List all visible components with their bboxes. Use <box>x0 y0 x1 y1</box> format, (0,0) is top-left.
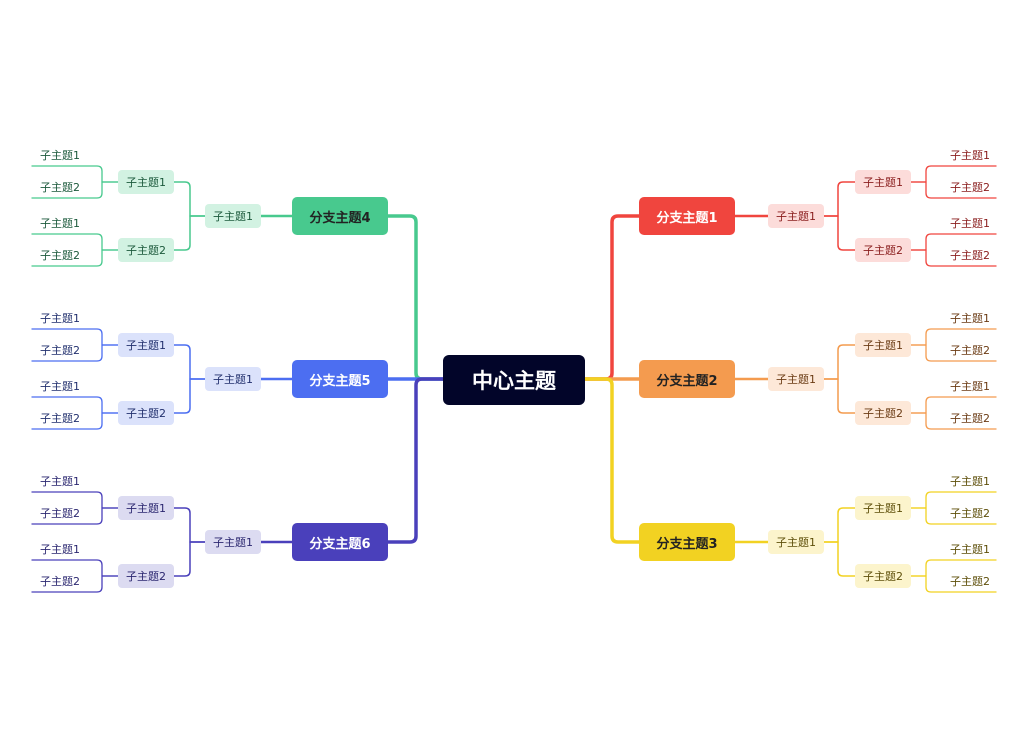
branch-topic-5[interactable]: 分支主题5 <box>292 360 388 398</box>
branch-3-leaf-line-1-2 <box>909 507 997 525</box>
leaf-topic[interactable]: 子主题2 <box>40 575 80 588</box>
branch-3-leaf-line-1-1 <box>909 491 997 509</box>
branch-3-child-connector-1 <box>823 507 856 543</box>
leaf-topic[interactable]: 子主题1 <box>40 312 80 325</box>
leaf-topic[interactable]: 子主题1 <box>950 543 990 556</box>
branch-1-leaf-line-2-2 <box>909 249 997 267</box>
branch-1-child-connector-2 <box>823 215 856 251</box>
center-topic[interactable]: 中心主题 <box>443 355 585 405</box>
leaf-topic[interactable]: 子主题2 <box>950 344 990 357</box>
branch-6-subtopic[interactable]: 子主题1 <box>205 530 261 554</box>
branch-3-child-2[interactable]: 子主题2 <box>855 564 911 588</box>
branch-3-subtopic[interactable]: 子主题1 <box>768 530 824 554</box>
branch-1-leaf-line-1-1 <box>909 165 997 183</box>
branch-1-leaf-line-2-1 <box>909 233 997 251</box>
leaf-topic[interactable]: 子主题1 <box>40 543 80 556</box>
branch-2-child-connector-1 <box>823 344 856 380</box>
leaf-topic[interactable]: 子主题2 <box>950 507 990 520</box>
leaf-topic[interactable]: 子主题2 <box>950 412 990 425</box>
branch-4-leaf-line-2-1 <box>31 233 119 251</box>
branch-2-subtopic[interactable]: 子主题1 <box>768 367 824 391</box>
branch-6-child-connector-2 <box>173 541 206 577</box>
leaf-topic[interactable]: 子主题1 <box>950 312 990 325</box>
leaf-topic[interactable]: 子主题1 <box>40 380 80 393</box>
branch-1-child-2[interactable]: 子主题2 <box>855 238 911 262</box>
leaf-topic[interactable]: 子主题2 <box>40 344 80 357</box>
branch-5-child-connector-1 <box>173 344 206 380</box>
branch-4-child-2[interactable]: 子主题2 <box>118 238 174 262</box>
branch-topic-2[interactable]: 分支主题2 <box>639 360 735 398</box>
branch-3-child-1[interactable]: 子主题1 <box>855 496 911 520</box>
branch-1-leaf-line-1-2 <box>909 181 997 199</box>
leaf-topic[interactable]: 子主题2 <box>40 412 80 425</box>
branch-5-leaf-line-1-1 <box>31 328 119 346</box>
branch-connector-6 <box>386 377 445 544</box>
branch-2-leaf-line-2-1 <box>909 396 997 414</box>
branch-6-child-2[interactable]: 子主题2 <box>118 564 174 588</box>
branch-4-leaf-line-1-1 <box>31 165 119 183</box>
branch-5-leaf-line-2-2 <box>31 412 119 430</box>
branch-topic-3[interactable]: 分支主题3 <box>639 523 735 561</box>
branch-4-child-connector-1 <box>173 181 206 217</box>
branch-5-leaf-line-1-2 <box>31 344 119 362</box>
leaf-topic[interactable]: 子主题2 <box>40 181 80 194</box>
branch-5-child-1[interactable]: 子主题1 <box>118 333 174 357</box>
leaf-topic[interactable]: 子主题2 <box>950 575 990 588</box>
branch-6-leaf-line-2-1 <box>31 559 119 577</box>
branch-5-child-connector-2 <box>173 378 206 414</box>
leaf-topic[interactable]: 子主题2 <box>950 181 990 194</box>
branch-1-child-connector-1 <box>823 181 856 217</box>
leaf-topic[interactable]: 子主题2 <box>950 249 990 262</box>
branch-5-child-2[interactable]: 子主题2 <box>118 401 174 425</box>
branch-connector-1 <box>583 214 641 381</box>
branch-6-leaf-line-1-1 <box>31 491 119 509</box>
leaf-topic[interactable]: 子主题1 <box>950 475 990 488</box>
leaf-topic[interactable]: 子主题1 <box>40 217 80 230</box>
leaf-topic[interactable]: 子主题1 <box>40 149 80 162</box>
branch-2-child-connector-2 <box>823 378 856 414</box>
branch-connector-4 <box>386 214 445 381</box>
branch-6-child-1[interactable]: 子主题1 <box>118 496 174 520</box>
branch-4-leaf-line-2-2 <box>31 249 119 267</box>
branch-5-leaf-line-2-1 <box>31 396 119 414</box>
branch-6-child-connector-1 <box>173 507 206 543</box>
branch-5-subtopic[interactable]: 子主题1 <box>205 367 261 391</box>
branch-connector-3 <box>583 377 641 544</box>
branch-3-leaf-line-2-1 <box>909 559 997 577</box>
leaf-topic[interactable]: 子主题1 <box>950 380 990 393</box>
branch-2-child-2[interactable]: 子主题2 <box>855 401 911 425</box>
branch-2-child-1[interactable]: 子主题1 <box>855 333 911 357</box>
branch-topic-1[interactable]: 分支主题1 <box>639 197 735 235</box>
branch-2-leaf-line-1-1 <box>909 328 997 346</box>
leaf-topic[interactable]: 子主题1 <box>950 217 990 230</box>
branch-topic-6[interactable]: 分支主题6 <box>292 523 388 561</box>
branch-1-subtopic[interactable]: 子主题1 <box>768 204 824 228</box>
branch-6-leaf-line-2-2 <box>31 575 119 593</box>
branch-topic-4[interactable]: 分支主题4 <box>292 197 388 235</box>
branch-4-child-connector-2 <box>173 215 206 251</box>
branch-4-subtopic[interactable]: 子主题1 <box>205 204 261 228</box>
leaf-topic[interactable]: 子主题1 <box>40 475 80 488</box>
branch-4-leaf-line-1-2 <box>31 181 119 199</box>
leaf-topic[interactable]: 子主题2 <box>40 507 80 520</box>
branch-6-leaf-line-1-2 <box>31 507 119 525</box>
leaf-topic[interactable]: 子主题2 <box>40 249 80 262</box>
leaf-topic[interactable]: 子主题1 <box>950 149 990 162</box>
branch-4-child-1[interactable]: 子主题1 <box>118 170 174 194</box>
branch-3-child-connector-2 <box>823 541 856 577</box>
branch-3-leaf-line-2-2 <box>909 575 997 593</box>
branch-2-leaf-line-1-2 <box>909 344 997 362</box>
branch-2-leaf-line-2-2 <box>909 412 997 430</box>
branch-1-child-1[interactable]: 子主题1 <box>855 170 911 194</box>
